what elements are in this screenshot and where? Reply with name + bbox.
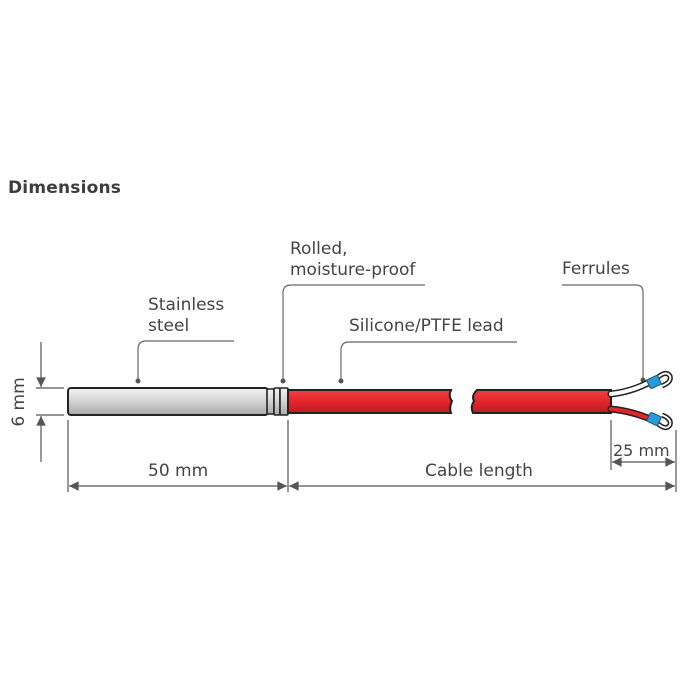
label-rolled-2: moisture-proof	[290, 260, 416, 280]
cable-segment-1	[287, 389, 454, 414]
label-stainless-steel-2: steel	[148, 316, 190, 336]
wire-red	[607, 405, 652, 422]
ferrule-top	[646, 370, 673, 389]
label-ferrules: Ferrules	[562, 259, 630, 279]
cable-segment-2	[470, 389, 612, 414]
leader-rolled	[280, 284, 425, 384]
leader-ferrules	[562, 284, 646, 383]
dim-cable-length-label: Cable length	[425, 461, 533, 481]
rolled-section	[266, 387, 289, 416]
dim-strip-length-label: 25 mm	[613, 441, 670, 460]
dimension-lines	[36, 342, 677, 492]
label-stainless-steel-1: Stainless	[148, 295, 225, 315]
leader-stainless-steel	[135, 340, 234, 384]
label-lead: Silicone/PTFE lead	[349, 316, 504, 336]
wire-white	[607, 379, 652, 398]
leader-lead	[338, 341, 517, 384]
dim-diameter-label: 6 mm	[9, 377, 29, 426]
steel-sleeve	[67, 387, 269, 416]
label-rolled-1: Rolled,	[290, 239, 348, 259]
dim-sleeve-length-label: 50 mm	[148, 461, 209, 481]
ferrule-bottom	[646, 412, 673, 431]
page-title: Dimensions	[8, 178, 122, 198]
